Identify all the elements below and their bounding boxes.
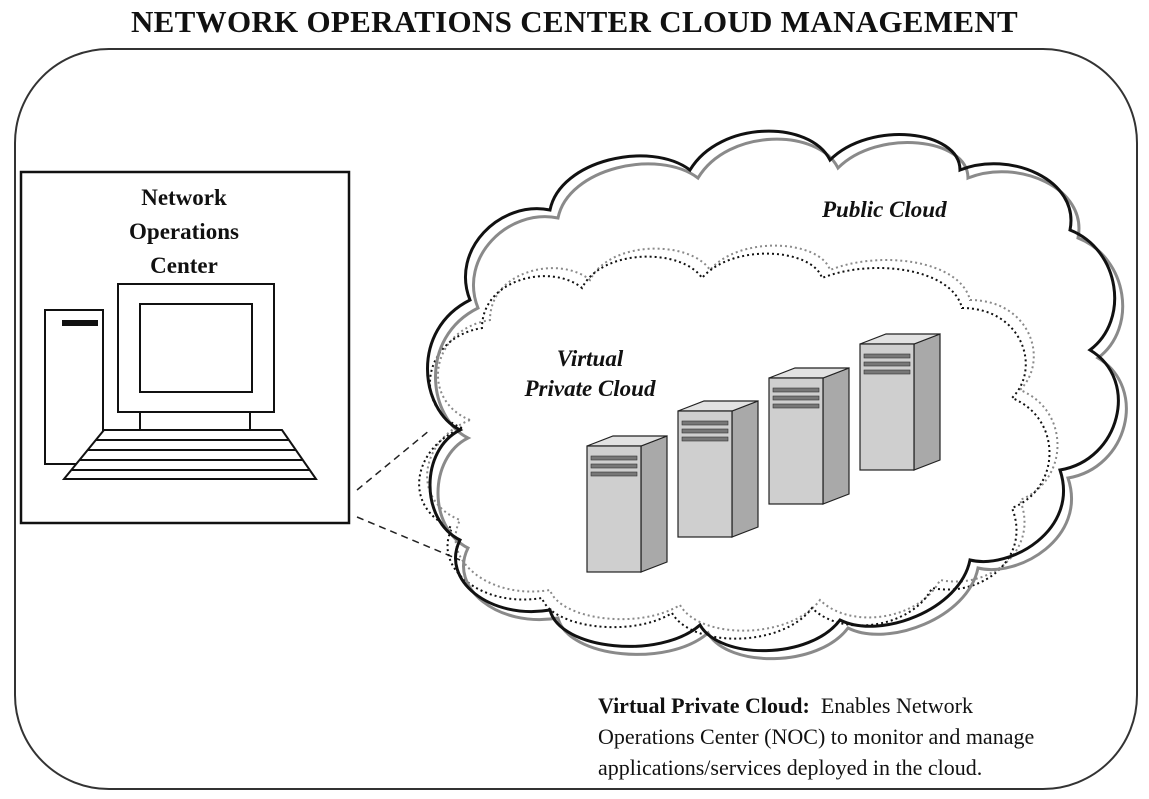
noc-label-line: Network bbox=[141, 185, 227, 210]
keyboard-icon bbox=[61, 429, 318, 480]
private-cloud-label-line: Private Cloud bbox=[524, 376, 656, 401]
caption-line: Virtual Private Cloud: Enables Network bbox=[598, 690, 1068, 721]
diagram-title: NETWORK OPERATIONS CENTER CLOUD MANAGEME… bbox=[131, 4, 1018, 39]
noc-label-line: Operations bbox=[129, 219, 239, 244]
private-cloud-outline bbox=[418, 244, 1059, 640]
connector-line bbox=[356, 516, 461, 561]
caption-line1-text: Enables Network bbox=[820, 693, 973, 718]
monitor-icon bbox=[117, 283, 275, 431]
public-cloud-label: Public Cloud bbox=[822, 197, 947, 222]
server-icon bbox=[768, 367, 850, 505]
noc-label: Network Operations Center bbox=[22, 181, 346, 283]
server-icon bbox=[586, 435, 668, 573]
server-icon bbox=[859, 333, 941, 471]
private-cloud-label-line: Virtual bbox=[556, 346, 624, 371]
noc-label-line: Center bbox=[150, 253, 218, 278]
caption: Virtual Private Cloud: Enables Network O… bbox=[598, 690, 1068, 783]
public-cloud-outline bbox=[426, 129, 1128, 661]
caption-line: applications/services deployed in the cl… bbox=[598, 755, 983, 780]
private-cloud-label: Virtual Private Cloud bbox=[505, 344, 675, 404]
computer-tower-icon bbox=[44, 309, 104, 465]
caption-term: Virtual Private Cloud: bbox=[598, 693, 810, 718]
server-icon bbox=[677, 400, 759, 538]
connector-line bbox=[356, 429, 431, 491]
caption-line: Operations Center (NOC) to monitor and m… bbox=[598, 724, 1035, 749]
rounded-frame bbox=[14, 48, 1138, 790]
